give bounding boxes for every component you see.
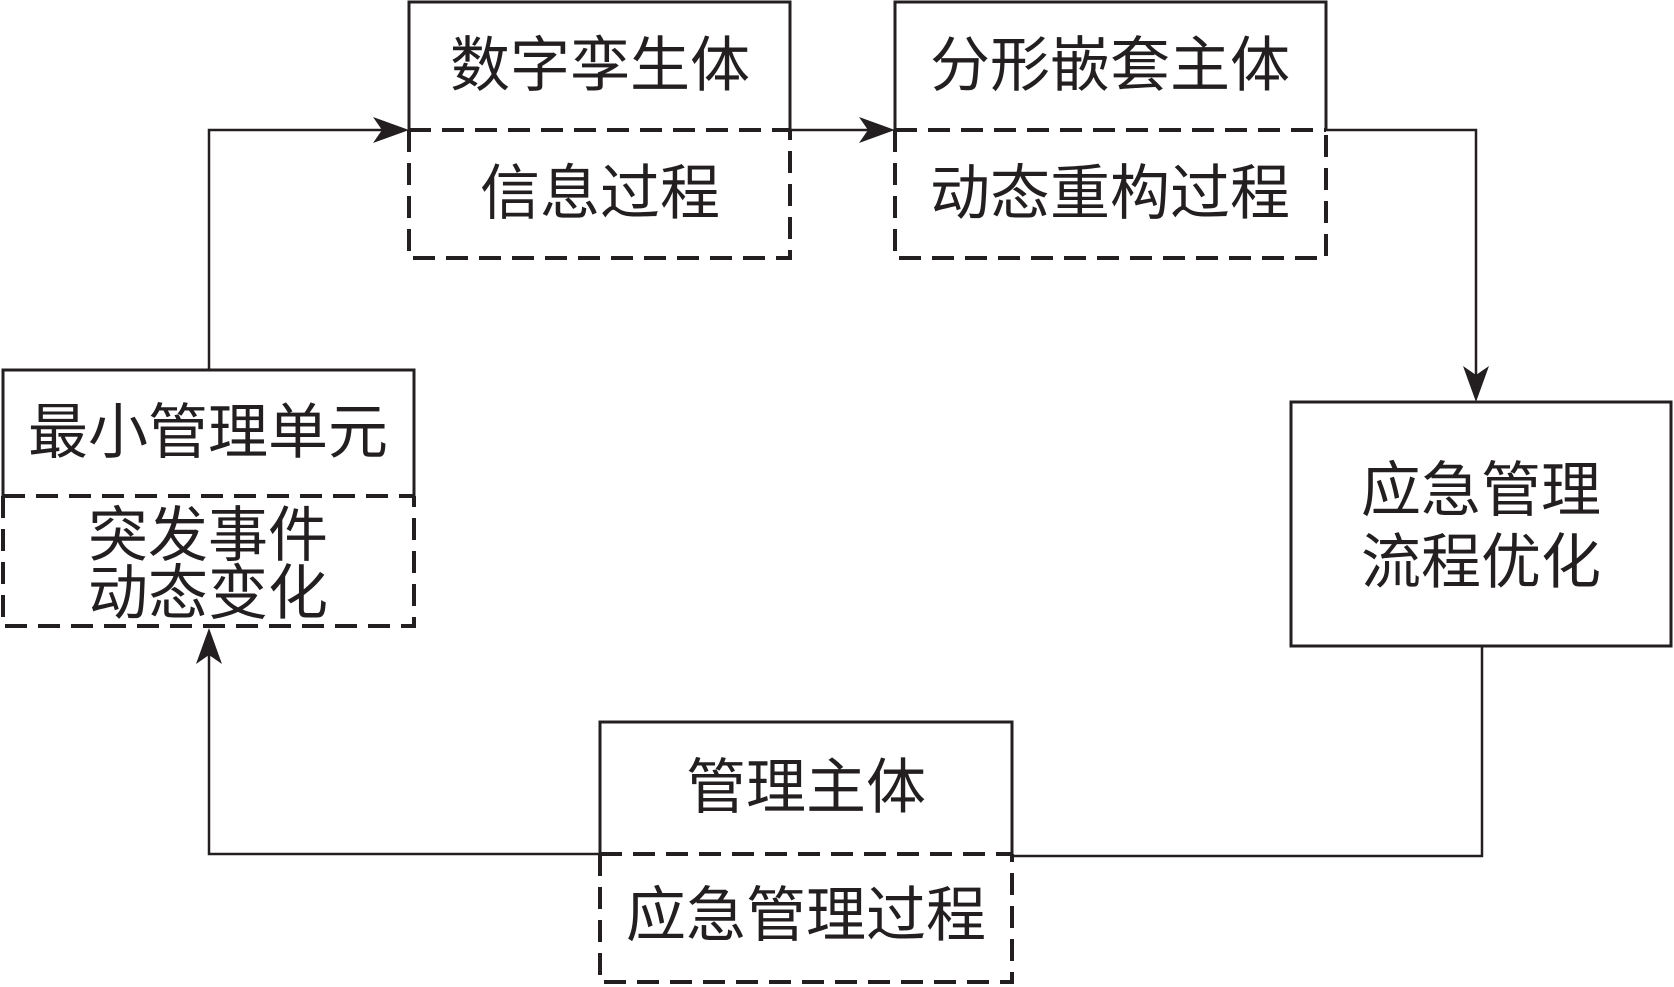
arrowhead-right-icon <box>373 117 409 143</box>
node-management-subject: 管理主体 应急管理过程 <box>598 720 1014 984</box>
process-optimization-line-2: 流程优化 <box>1361 528 1601 598</box>
digital-twin-process: 信息过程 <box>480 159 720 229</box>
management-subject-title: 管理主体 <box>686 753 926 823</box>
connector-unit-to-twin-line <box>207 128 384 370</box>
connector-fractal-to-optimization-line <box>1326 128 1478 377</box>
minimal-unit-dashed-section <box>1 494 416 628</box>
minimal-unit-process-line-2: 动态变化 <box>88 559 328 629</box>
arrowhead-up-icon <box>196 628 222 664</box>
connector-unit-to-twin <box>207 117 409 370</box>
node-process-optimization: 应急管理 流程优化 <box>1289 400 1673 648</box>
management-subject-process: 应急管理过程 <box>626 881 986 951</box>
arrowhead-right-icon <box>859 117 895 143</box>
minimal-unit-process-line-1: 突发事件 <box>88 501 328 571</box>
fractal-subject-dashed-section <box>893 128 1328 260</box>
digital-twin-dashed-section <box>407 128 792 260</box>
node-digital-twin: 数字孪生体 信息过程 <box>407 0 792 260</box>
connector-twin-to-fractal <box>790 117 895 143</box>
connector-fractal-to-optimization <box>1326 128 1489 402</box>
fractal-subject-solid-section <box>893 0 1328 130</box>
minimal-unit-title: 最小管理单元 <box>28 398 388 468</box>
process-optimization-line-1: 应急管理 <box>1361 456 1601 526</box>
management-subject-solid-section <box>598 720 1014 854</box>
arrowhead-down-icon <box>1463 366 1489 402</box>
digital-twin-solid-section <box>407 0 792 130</box>
connector-optimization-to-subject-line <box>1012 646 1484 858</box>
fractal-subject-process: 动态重构过程 <box>930 159 1290 229</box>
connector-optimization-to-subject <box>1012 646 1484 858</box>
connector-subject-to-unit-line <box>207 652 600 856</box>
node-minimal-management-unit: 最小管理单元 突发事件 动态变化 <box>1 368 416 629</box>
node-fractal-nested-subject: 分形嵌套主体 动态重构过程 <box>893 0 1328 260</box>
connector-subject-to-unit <box>196 628 600 856</box>
management-subject-dashed-section <box>598 852 1014 984</box>
fractal-subject-title: 分形嵌套主体 <box>930 31 1290 101</box>
digital-twin-title: 数字孪生体 <box>450 31 750 101</box>
